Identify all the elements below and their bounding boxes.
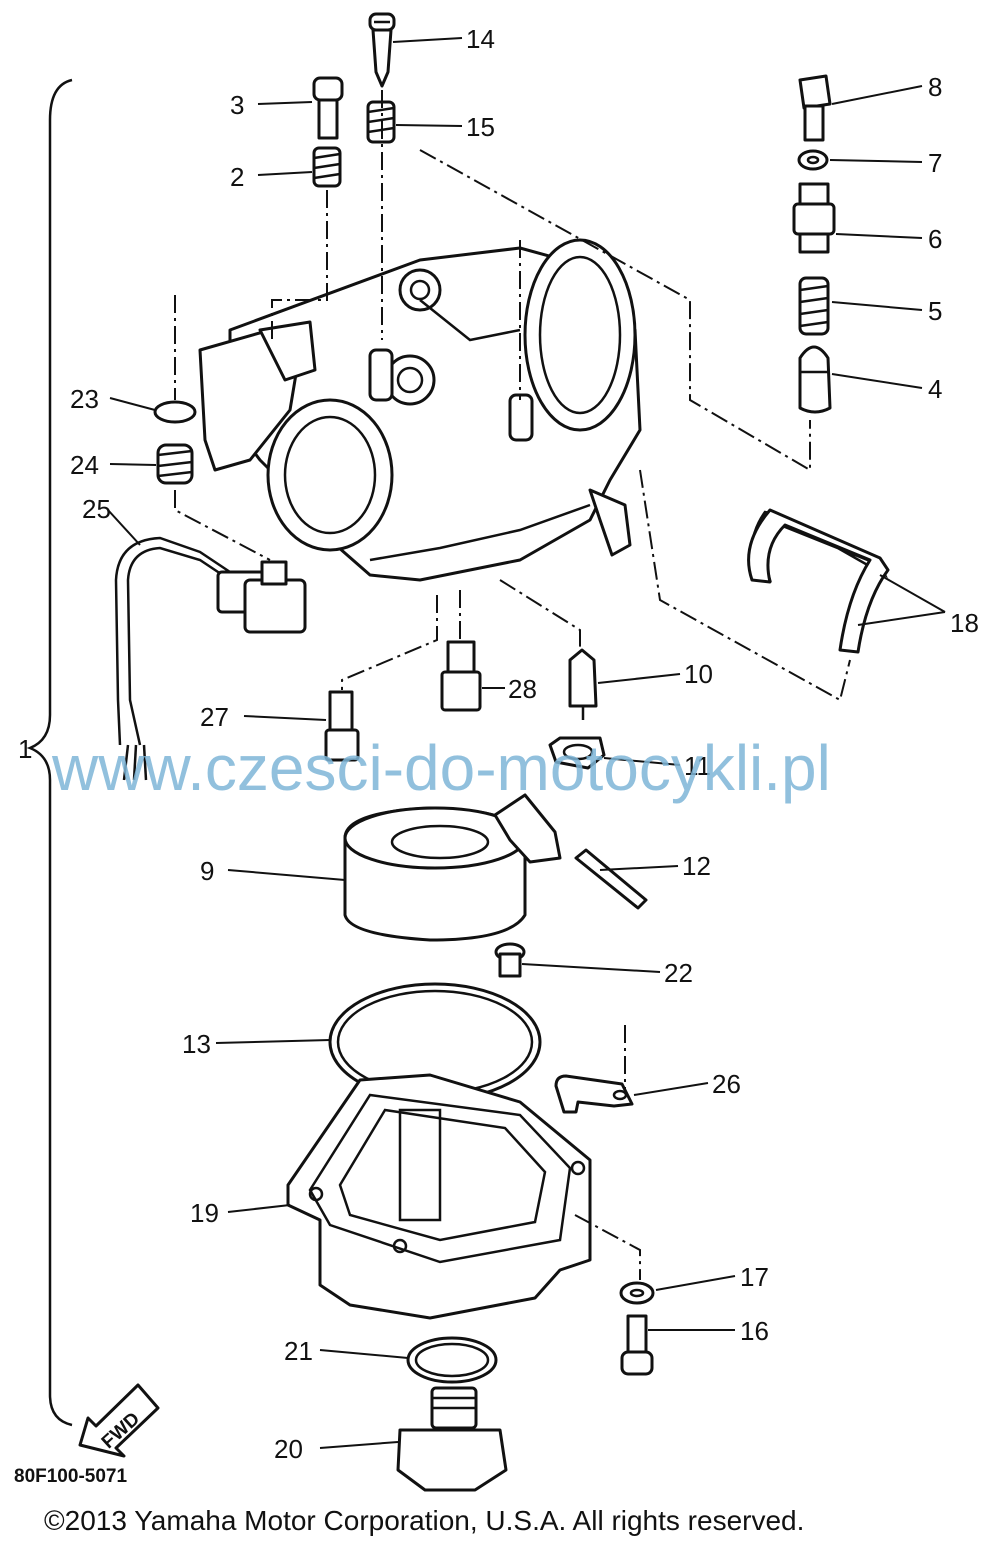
callout-8: 8 (928, 72, 942, 102)
part-17-washer (619, 1281, 655, 1305)
alignment-lines (174, 90, 851, 1280)
part-27-jet (324, 690, 360, 762)
callout-5: 5 (928, 296, 942, 326)
callout-12: 12 (682, 851, 711, 881)
watermark-text: www.czesci-do-motocykli.pl (51, 732, 831, 804)
callout-7: 7 (928, 148, 942, 178)
part-10-needle-valve (568, 648, 598, 720)
callout-20: 20 (274, 1434, 303, 1464)
copyright-text: ©2013 Yamaha Motor Corporation, U.S.A. A… (44, 1505, 804, 1536)
callout-16: 16 (740, 1316, 769, 1346)
part-6-fitting (792, 182, 836, 254)
part-8-bolt (798, 74, 832, 142)
callout-25: 25 (82, 494, 111, 524)
part-4-plunger (798, 345, 832, 414)
callout-3: 3 (230, 90, 244, 120)
drawing-code: 80F100-5071 (14, 1466, 127, 1487)
callout-18: 18 (950, 608, 979, 638)
callout-9: 9 (200, 856, 214, 886)
callout-10: 10 (684, 659, 713, 689)
part-26-bracket (554, 1074, 634, 1114)
part-18-hose (747, 508, 890, 654)
callout-4: 4 (928, 374, 942, 404)
callout-21: 21 (284, 1336, 313, 1366)
part-24-spring (156, 443, 194, 485)
callout-17: 17 (740, 1262, 769, 1292)
callout-labels: 1 2 3 4 5 6 7 8 9 10 11 12 13 14 15 16 1… (18, 24, 979, 1464)
part-23-cap (153, 400, 197, 424)
callout-27: 27 (200, 702, 229, 732)
part-12-pin (574, 848, 648, 910)
part-5-spring (798, 276, 830, 336)
part-11-clip (548, 736, 606, 770)
part-7-washer (797, 149, 829, 171)
callout-15: 15 (466, 112, 495, 142)
leader-lines (107, 37, 946, 1449)
assembly-bracket (26, 78, 73, 1427)
part-20-drain-plug (396, 1386, 508, 1492)
part-3-screw (312, 76, 344, 140)
callout-22: 22 (664, 958, 693, 988)
callout-1: 1 (18, 734, 32, 764)
part-22-screw (494, 942, 526, 978)
callout-6: 6 (928, 224, 942, 254)
callout-2: 2 (230, 162, 244, 192)
part-21-o-ring (406, 1336, 498, 1384)
callout-23: 23 (70, 384, 99, 414)
part-2-spring (312, 146, 342, 188)
part-9-float (343, 793, 562, 942)
callout-24: 24 (70, 450, 99, 480)
callout-14: 14 (466, 24, 495, 54)
callout-11: 11 (684, 751, 711, 781)
part-28-jet (440, 640, 482, 712)
part-16-screw (620, 1314, 654, 1376)
callout-13: 13 (182, 1029, 211, 1059)
part-25-sensor-cable (114, 536, 307, 781)
part-14-screw (368, 12, 396, 88)
part-19-float-bowl (286, 1073, 592, 1320)
part-15-spring (366, 100, 396, 144)
callout-19: 19 (190, 1198, 219, 1228)
callout-26: 26 (712, 1069, 741, 1099)
callout-28: 28 (508, 674, 537, 704)
carburetor-body (198, 238, 642, 582)
